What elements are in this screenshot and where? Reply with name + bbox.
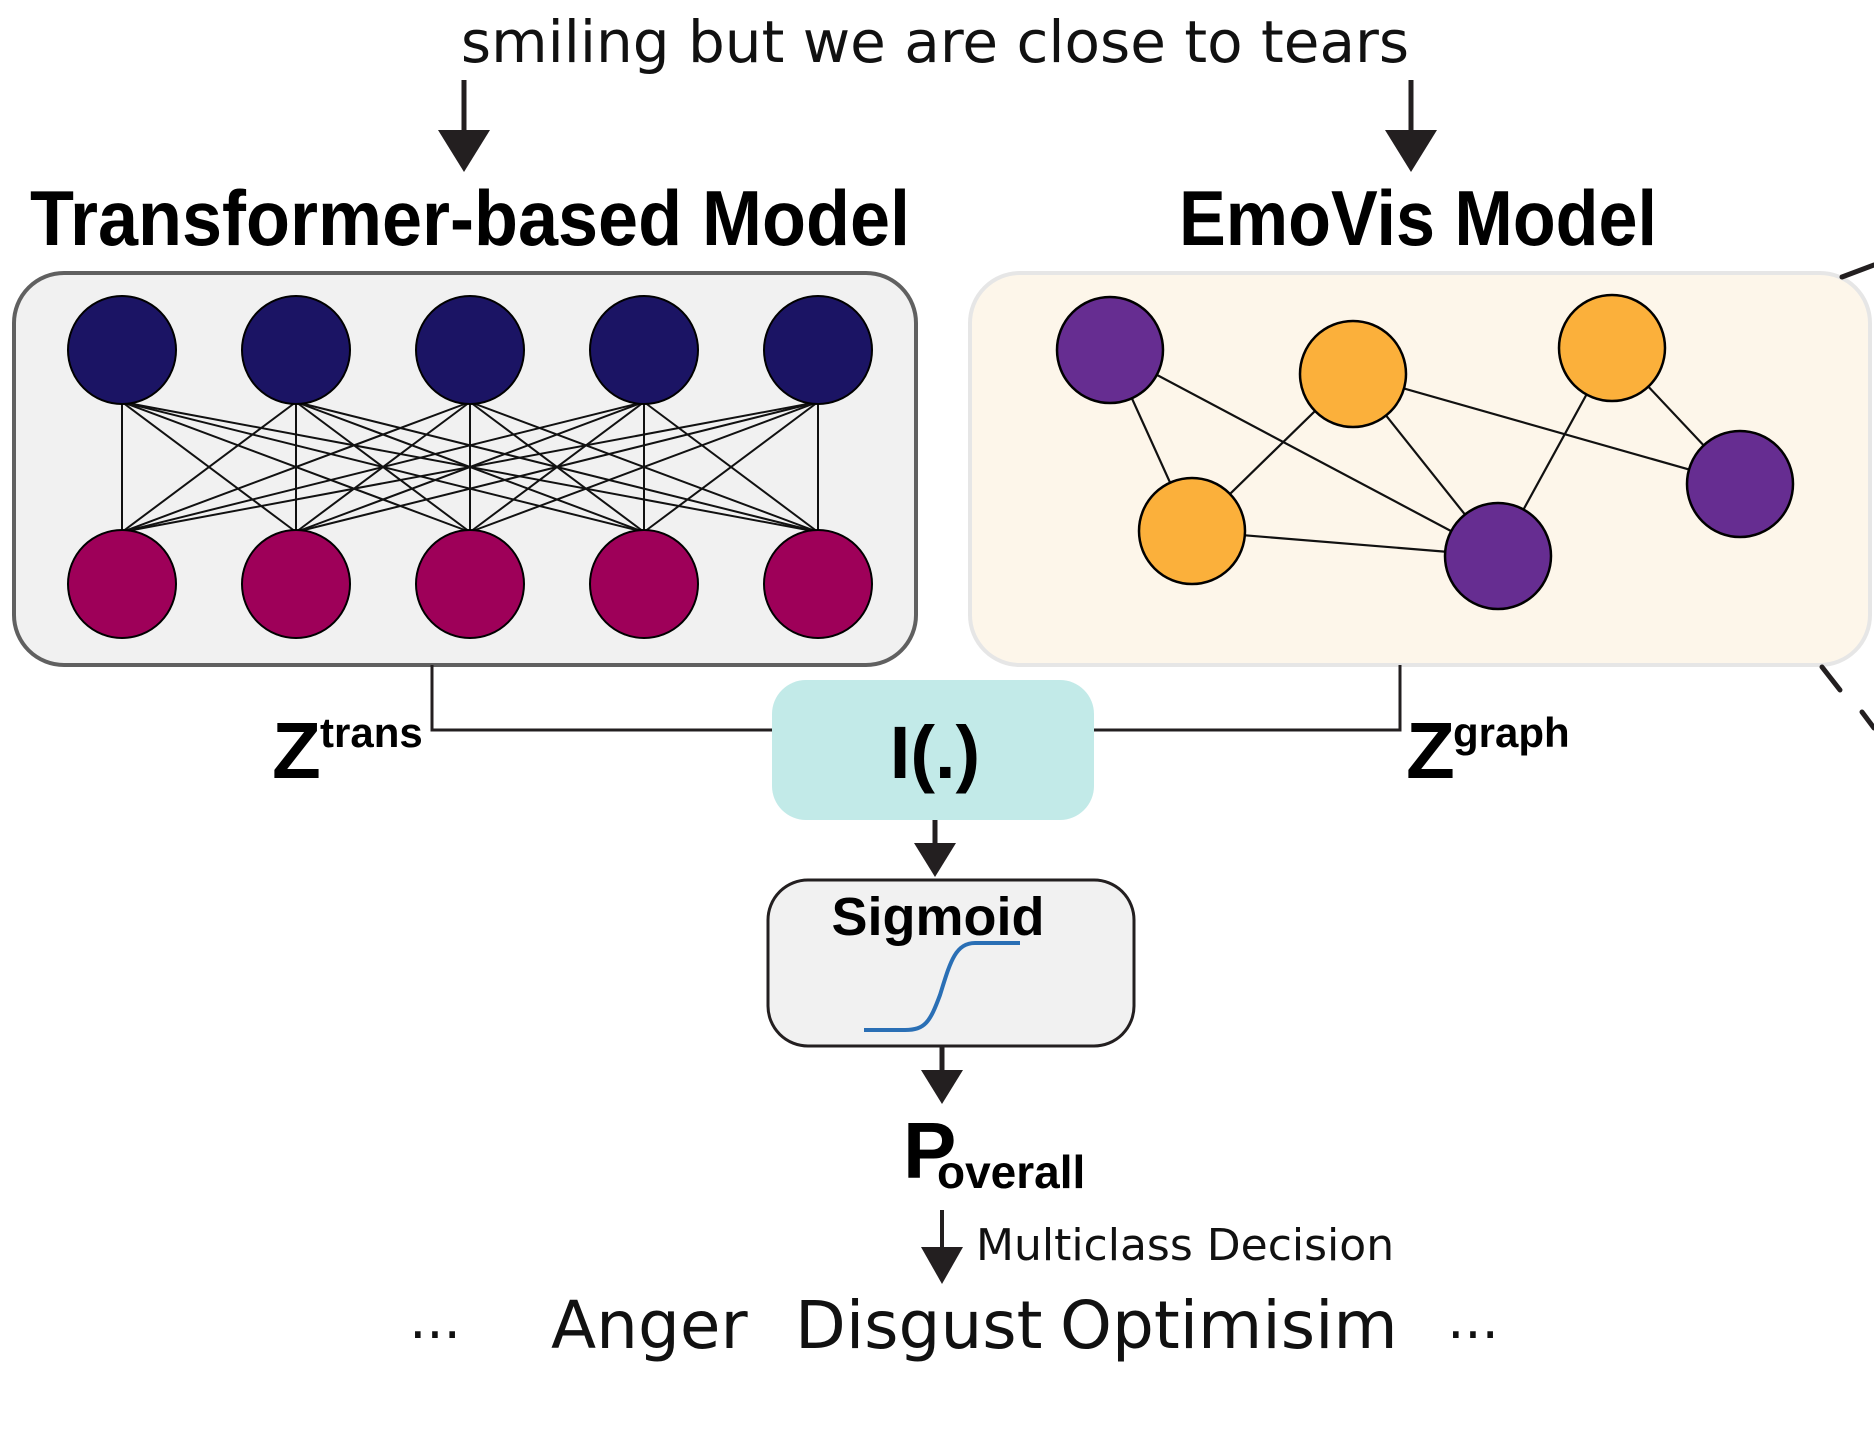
input-text: smiling but we are close to tears (461, 8, 1409, 76)
transformer-top-node (589, 295, 699, 405)
emovis-purple-node (1055, 295, 1165, 405)
transformer-top-node (415, 295, 525, 405)
z-trans-label: Z trans (272, 706, 423, 795)
svg-text:overall: overall (937, 1146, 1085, 1198)
decision-label: Multiclass Decision (976, 1220, 1394, 1271)
transformer-edge (121, 401, 819, 533)
output-class-anger: Anger (551, 1287, 748, 1364)
svg-text:Z: Z (272, 706, 321, 795)
z-graph-connector (1094, 665, 1402, 732)
transformer-edge (469, 401, 819, 533)
output-class-optimisim: Optimisim (1060, 1287, 1398, 1364)
emovis-graph-edge (1352, 372, 1741, 486)
emovis-orange-node (1298, 319, 1408, 429)
transformer-top-node (67, 295, 177, 405)
transformer-edge (121, 401, 297, 533)
output-leading-ellipsis: ... (409, 1288, 461, 1351)
transformer-bottom-node (241, 529, 351, 639)
svg-text:Z: Z (1406, 706, 1455, 795)
sigmoid-to-p-arrow (921, 1046, 963, 1104)
transformer-edge (121, 401, 645, 533)
emovis-purple-node (1443, 501, 1553, 611)
transformer-bottom-node (415, 529, 525, 639)
fusion-to-sigmoid-arrow (914, 820, 956, 877)
z-graph-label: Z graph (1406, 706, 1570, 795)
input-arrow-right (1385, 80, 1437, 172)
svg-text:trans: trans (320, 709, 423, 756)
transformer-bottom-node (589, 529, 699, 639)
svg-text:P: P (903, 1106, 956, 1195)
transformer-nodes (67, 295, 873, 639)
transformer-edges (121, 401, 819, 533)
sigmoid-curve-icon (864, 941, 1020, 1032)
emovis-orange-node (1137, 476, 1247, 586)
p-overall-label: P overall (903, 1106, 1085, 1198)
input-arrow-left (438, 80, 490, 172)
fusion-label: I(.) (890, 711, 980, 794)
transformer-edge (643, 401, 819, 533)
transformer-top-node (241, 295, 351, 405)
transformer-bottom-node (67, 529, 177, 639)
output-trailing-ellipsis: ... (1447, 1288, 1499, 1351)
transformer-top-node (763, 295, 873, 405)
emovis-graph-nodes (1055, 293, 1795, 611)
z-trans-connector (430, 665, 776, 732)
decision-arrow (921, 1210, 963, 1284)
output-class-disgust: Disgust (795, 1287, 1043, 1364)
emovis-purple-node (1685, 429, 1795, 539)
transformer-edge (121, 401, 471, 533)
transformer-bottom-node (763, 529, 873, 639)
transformer-title: Transformer-based Model (30, 174, 910, 262)
svg-text:graph: graph (1453, 709, 1570, 756)
sigmoid-label: Sigmoid (832, 887, 1045, 947)
fusion-box (772, 680, 1094, 820)
offscreen-dashed-connector (1819, 262, 1874, 731)
emovis-graph-edge (1109, 349, 1499, 557)
emovis-orange-node (1557, 293, 1667, 403)
emovis-title: EmoVis Model (1179, 174, 1657, 262)
transformer-edge (295, 401, 819, 533)
